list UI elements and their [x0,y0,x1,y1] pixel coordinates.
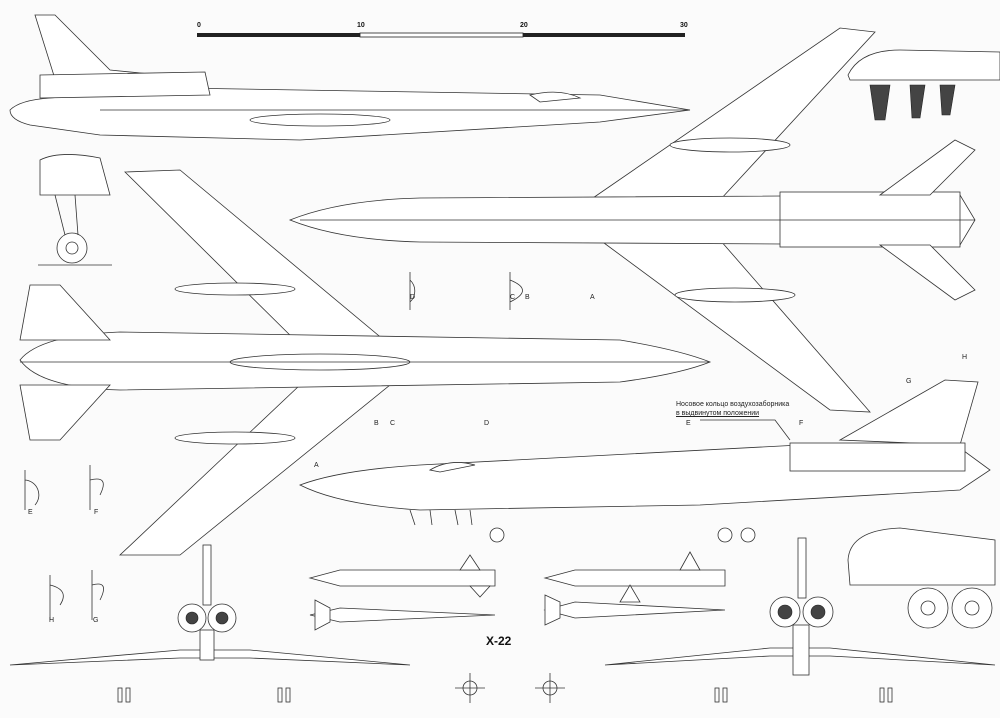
section-label: B [374,420,379,427]
front-view-left [9,544,411,703]
scale-label-20: 20 [520,22,528,29]
front-view-right [604,537,996,703]
main-gear-detail-bottom [847,527,996,629]
section-label: H [49,617,55,624]
side-view-upper [9,14,691,141]
section-label: G [93,617,99,624]
section-label: D [484,420,490,427]
section-label: G [906,378,912,385]
scale-label-0: 0 [197,22,201,29]
section-label: E [28,509,33,516]
annotation-line: в выдвинутом положении [676,410,760,417]
section-label: F [94,509,99,516]
section-label: B [525,294,530,301]
section-label: H [962,354,968,361]
main-gear-detail-top [847,49,1000,121]
plan-view-upper [288,27,976,413]
section-details [24,272,791,620]
side-view-lower [298,379,991,543]
annotation-line: Носовое кольцо воздухозаборника [676,401,790,408]
section-label: A [590,294,595,301]
plan-view-lower [19,169,712,556]
scale-bar [197,32,685,38]
x22-missiles [308,551,726,703]
missile-title: X-22 [486,634,512,648]
nose-gear-detail [38,154,112,266]
intake-ring-annotation: Носовое кольцо воздухозаборника в выдвин… [676,400,789,418]
section-label: C [510,294,516,301]
section-label: F [799,420,804,427]
section-label: A [314,462,319,469]
scale-label-30: 30 [680,22,688,29]
scale-label-10: 10 [357,22,365,29]
section-label: C [390,420,396,427]
section-label: D [410,294,416,301]
section-label: E [686,420,691,427]
